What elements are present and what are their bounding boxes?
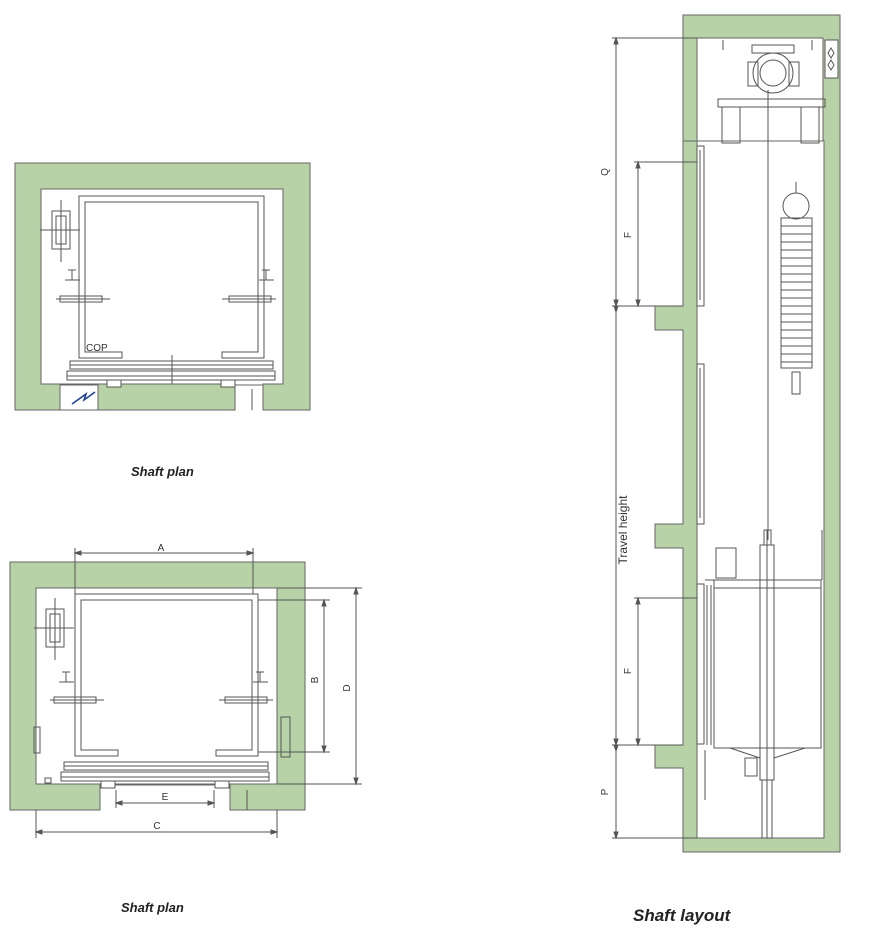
car-outline-bottom xyxy=(74,593,259,757)
caption-shaft-plan-bottom: Shaft plan xyxy=(121,900,184,915)
landing-door-lower xyxy=(696,583,705,745)
shaft-walls-bottom xyxy=(9,561,306,811)
dim-label-b: B xyxy=(310,676,321,683)
dim-label-q: Q xyxy=(600,168,611,176)
landing-call-box xyxy=(59,384,99,411)
dim-label-travel-height: Travel height xyxy=(616,495,630,565)
dim-label-p: P xyxy=(600,788,611,795)
caption-shaft-plan-top: Shaft plan xyxy=(131,464,194,479)
shaft-plan-top: COP xyxy=(14,162,311,411)
dim-label-e: E xyxy=(162,792,169,803)
cop-label: COP xyxy=(86,343,108,354)
shaft-layout xyxy=(612,14,841,853)
dim-label-d: D xyxy=(342,684,353,691)
caption-shaft-layout: Shaft layout xyxy=(633,906,732,925)
landing-door-upper xyxy=(696,145,705,307)
traction-machine xyxy=(717,40,826,144)
landing-door-middle xyxy=(696,363,705,525)
car-elevation xyxy=(704,529,823,838)
car-outline xyxy=(78,195,265,359)
shaft-walls xyxy=(14,162,311,411)
dim-label-a: A xyxy=(158,543,165,554)
dim-label-c: C xyxy=(153,821,160,832)
dim-label-f-upper: F xyxy=(623,232,634,238)
dim-label-f-lower: F xyxy=(623,668,634,674)
counterweight-elevation xyxy=(780,182,813,395)
landing-call-icon xyxy=(71,391,96,405)
shaft-plan-bottom xyxy=(9,548,362,838)
